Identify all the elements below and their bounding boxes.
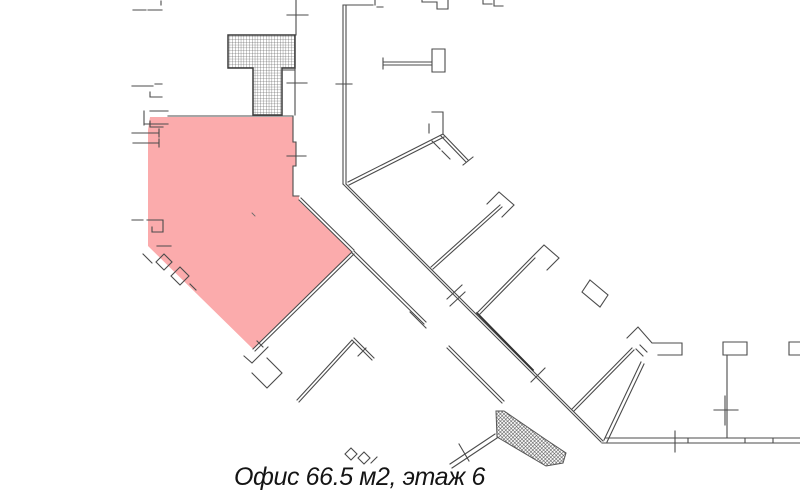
door-swing-details: [142, 253, 378, 465]
stair-shaft-hatch: [227, 34, 296, 116]
walls-rooms-northeast: [347, 0, 800, 443]
walls-top-left: [131, 0, 172, 247]
office-caption: Офис 66.5 м2, этаж 6: [234, 463, 486, 491]
walls-office: [167, 115, 355, 352]
ramp-hatch: [495, 410, 567, 467]
corridor-walls: [342, 183, 800, 469]
office-highlight: [148, 117, 352, 349]
walls-north: [335, 0, 384, 185]
walls-shaft-area: [281, 0, 309, 116]
